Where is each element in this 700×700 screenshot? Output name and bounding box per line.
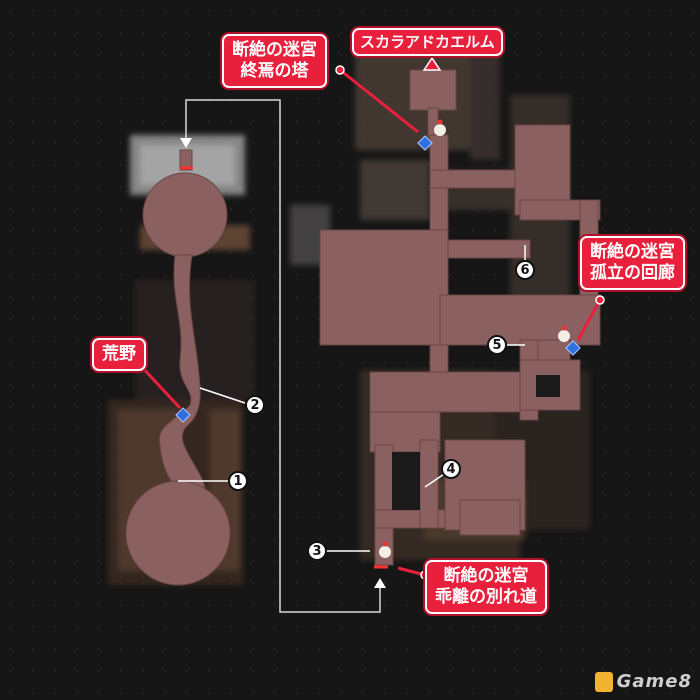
save-point-wasteland-icon — [175, 407, 191, 423]
marker-4: 4 — [441, 459, 461, 479]
right-area-floor — [319, 69, 601, 566]
scala-label-text: スカラアドカエルム — [360, 33, 495, 51]
moogle-tower-icon — [434, 119, 446, 136]
tower-label: 断絶の迷宮 終焉の塔 — [222, 34, 327, 88]
wasteland-label: 荒野 — [92, 338, 146, 371]
marker-5: 5 — [487, 335, 507, 355]
game8-logo: Game8 — [594, 671, 692, 692]
left-area-floor — [125, 149, 231, 586]
save-points — [175, 135, 581, 423]
isolation-label: 断絶の迷宮 孤立の回廊 — [580, 236, 685, 290]
tower-label-line1: 断絶の迷宮 — [232, 40, 317, 60]
save-point-isolation-icon — [565, 340, 581, 356]
wasteland-label-text: 荒野 — [102, 344, 136, 364]
marker-3: 3 — [307, 541, 327, 561]
marker-1: 1 — [228, 471, 248, 491]
marker-2: 2 — [245, 395, 265, 415]
separation-label-line2: 乖離の別れ道 — [435, 587, 537, 607]
separation-label: 断絶の迷宮 乖離の別れ道 — [425, 560, 547, 614]
isolation-label-line1: 断絶の迷宮 — [590, 242, 675, 262]
tower-label-line2: 終焉の塔 — [240, 61, 309, 81]
moogle-icons — [379, 119, 570, 558]
scala-label: スカラアドカエルム — [352, 28, 503, 56]
moogle-separation-icon — [379, 541, 391, 558]
game8-logo-icon — [594, 671, 613, 692]
save-point-tower-icon — [417, 135, 433, 151]
route-line — [185, 99, 381, 613]
isolation-label-line2: 孤立の回廊 — [590, 263, 675, 283]
moogle-isolation-icon — [558, 325, 570, 342]
marker-6: 6 — [515, 260, 535, 280]
separation-label-line1: 断絶の迷宮 — [443, 566, 529, 586]
game8-logo-text: Game8 — [616, 671, 692, 692]
